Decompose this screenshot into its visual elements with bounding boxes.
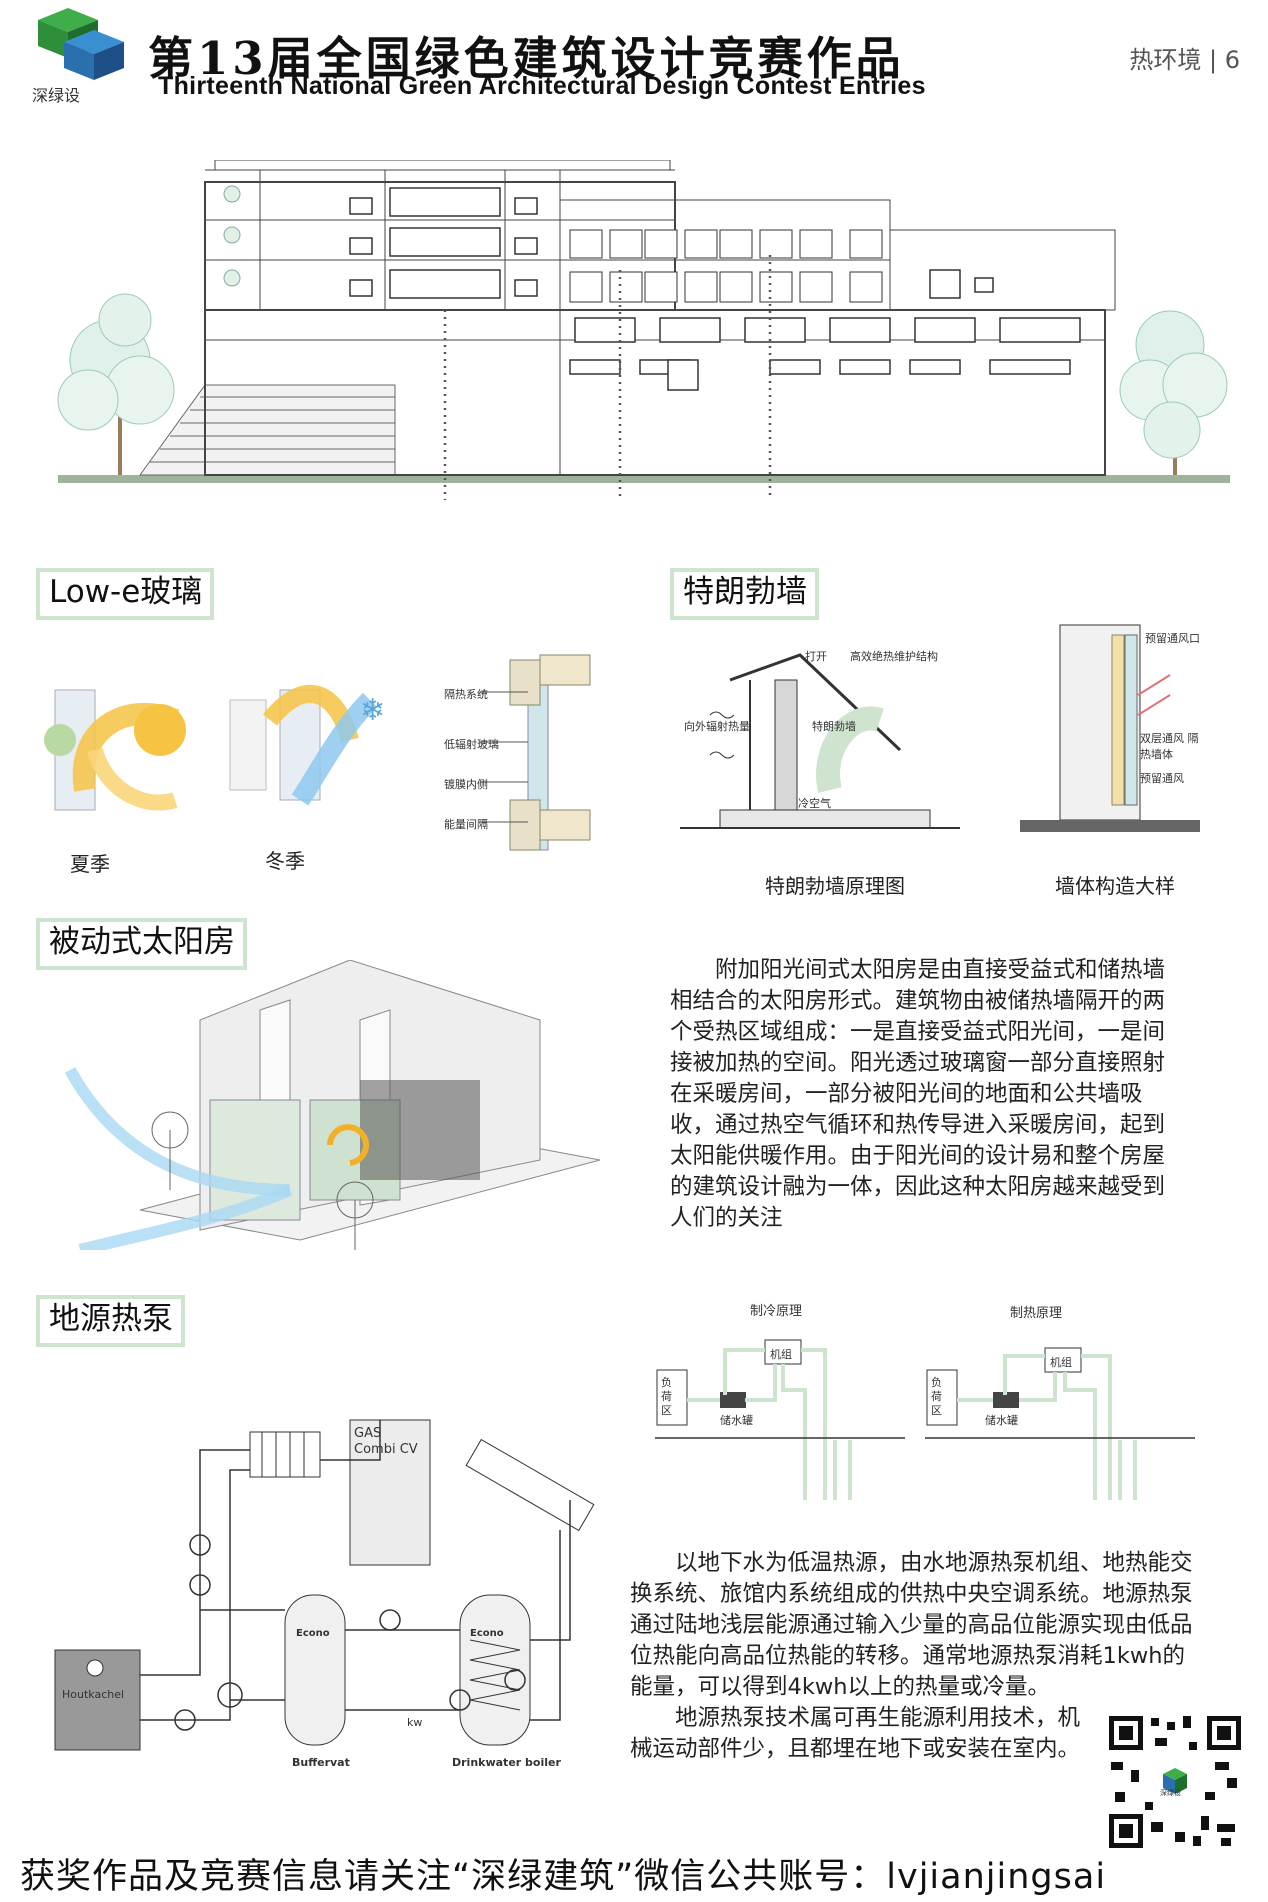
tree-left-icon bbox=[57, 293, 175, 475]
trombe-wall-label: 特朗勃墙 bbox=[812, 720, 856, 733]
snowflake-icon: ❄ bbox=[360, 693, 385, 728]
qr-label: 深绿设 bbox=[1160, 1789, 1181, 1797]
houtkachel-label: Houtkachel bbox=[62, 1688, 125, 1701]
trombe-radiation-label: 向外辐射热量 bbox=[684, 720, 750, 733]
lowe-winter-illustration: ❄ bbox=[229, 684, 385, 806]
trombe-caption-left: 特朗勃墙原理图 bbox=[765, 874, 905, 898]
trombe-caption-right: 墙体构造大样 bbox=[1055, 874, 1175, 898]
trombe-cold-label: 冷空气 bbox=[798, 797, 831, 810]
econo-label-2: Econo bbox=[470, 1628, 504, 1639]
heating-tank-label: 储水罐 bbox=[985, 1414, 1018, 1427]
buffervat-label: Buffervat bbox=[292, 1756, 350, 1769]
heating-unit-label: 机组 bbox=[1050, 1356, 1072, 1369]
tree-right-icon bbox=[1119, 310, 1228, 475]
logo-text: 深绿设 bbox=[32, 86, 81, 105]
heatpump-paragraph-1: 以地下水为低温热源，由水地源热泵机组、地热能交换系统、旅馆内系统组成的供热中央空… bbox=[630, 1550, 1193, 1700]
gas-label: GAS bbox=[354, 1426, 382, 1441]
trombe-double-label: 双层通风 隔热墙体 bbox=[1140, 732, 1199, 761]
heating-load-label: 负荷区 bbox=[931, 1376, 942, 1417]
cooling-title: 制冷原理 bbox=[750, 1304, 803, 1319]
section-label-heatpump: 地源热泵 bbox=[36, 1295, 185, 1347]
lowe-summer-caption: 夏季 bbox=[70, 852, 110, 876]
section-label-lowe: Low-e玻璃 bbox=[36, 568, 215, 620]
page-subtitle: Thirteenth National Green Architectural … bbox=[158, 72, 926, 100]
sunroom-paragraph: 附加阳光间式太阳房是由直接受益式和储热墙相结合的太阳房形式。建筑物由被储热墙隔开… bbox=[670, 955, 1185, 1234]
heating-title: 制热原理 bbox=[1010, 1306, 1063, 1321]
trombe-principle-diagram bbox=[680, 653, 960, 829]
ground-source-diagrams bbox=[655, 1339, 1195, 1500]
combi-label: Combi CV bbox=[354, 1442, 418, 1457]
kw-label: kw bbox=[407, 1716, 423, 1729]
trombe-vent-bottom-label: 预留通风 bbox=[1140, 772, 1184, 785]
frame-label-1: 隔热系统 bbox=[444, 688, 488, 701]
radiator-icon bbox=[229, 699, 267, 791]
trombe-envelope-label: 高效绝热维护结构 bbox=[850, 650, 938, 663]
section-label-trombe: 特朗勃墙 bbox=[670, 568, 819, 620]
building-elevation bbox=[57, 160, 1230, 500]
cooling-tank-label: 储水罐 bbox=[720, 1414, 753, 1427]
heatpump-paragraph: 以地下水为低温热源，由水地源热泵机组、地热能交换系统、旅馆内系统组成的供热中央空… bbox=[630, 1548, 1200, 1765]
page-title: 第13届全国绿色建筑设计竞赛作品 bbox=[148, 32, 905, 85]
trombe-open-label: 打开 bbox=[805, 650, 827, 663]
sunroom-axonometric bbox=[64, 960, 601, 1250]
econo-label-1: Econo bbox=[296, 1628, 330, 1639]
cooling-unit-label: 机组 bbox=[770, 1348, 792, 1361]
plant-icon bbox=[44, 724, 76, 756]
section-indicator: 热环境 | 6 bbox=[1129, 46, 1240, 74]
cooling-load-label: 负荷区 bbox=[661, 1376, 672, 1417]
lowe-frame-section bbox=[480, 654, 591, 851]
qr-code-icon bbox=[1105, 1712, 1245, 1852]
tree-sketch-icon bbox=[151, 1111, 374, 1250]
trombe-vent-top-label: 预留通风口 bbox=[1145, 632, 1200, 645]
sunroom-paragraph-text: 附加阳光间式太阳房是由直接受益式和储热墙相结合的太阳房形式。建筑物由被储热墙隔开… bbox=[670, 957, 1166, 1231]
radiator-icon bbox=[249, 1431, 321, 1478]
lowe-summer-illustration bbox=[44, 689, 186, 811]
heating-system-schematic bbox=[54, 1419, 595, 1751]
lowe-winter-caption: 冬季 bbox=[265, 849, 305, 873]
trombe-wall-detail bbox=[1020, 624, 1200, 832]
frame-label-2: 低辐射玻璃 bbox=[444, 738, 499, 751]
boiler-label: Drinkwater boiler bbox=[452, 1756, 561, 1769]
footer-text: 获奖作品及竞赛信息请关注“深绿建筑”微信公共账号：lvjianjingsai bbox=[20, 1857, 1107, 1897]
header-logo bbox=[28, 6, 126, 84]
frame-label-3: 镀膜内侧 bbox=[444, 778, 488, 791]
frame-label-4: 能量间隔 bbox=[444, 818, 488, 831]
heatpump-paragraph-2: 地源热泵技术属可再生能源利用技术，机械运动部件少，且都埋在地下或安装在室内。 bbox=[630, 1705, 1081, 1762]
section-label-sunroom: 被动式太阳房 bbox=[36, 918, 247, 970]
logo-mark-icon bbox=[38, 8, 124, 80]
